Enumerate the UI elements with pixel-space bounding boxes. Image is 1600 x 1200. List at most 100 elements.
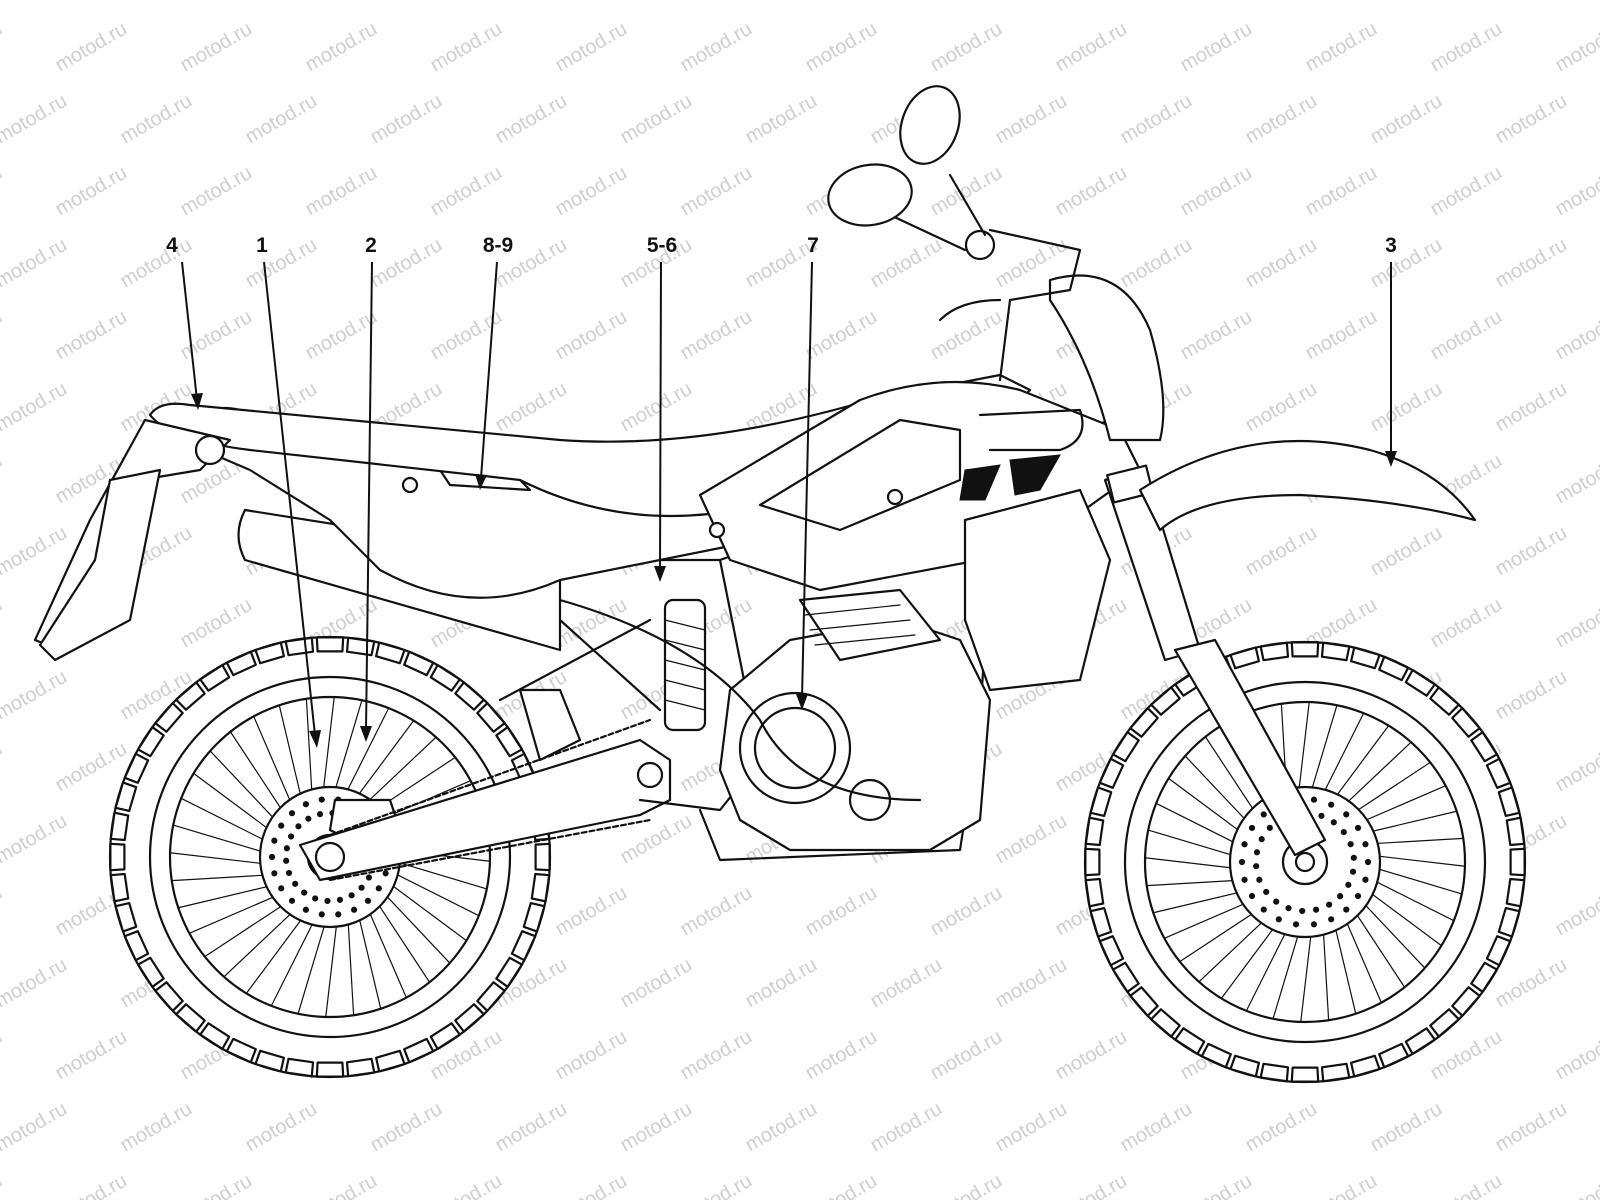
motorcycle-illustration [33,85,1527,1084]
tire-knob [522,901,546,933]
watermark-text: motod.ru [302,162,381,221]
disc-hole [1325,901,1333,908]
leader-8-9 [480,261,498,479]
mirror-stem-upper [948,173,987,237]
callout-7: 7 [796,234,819,710]
disc-hole [1354,892,1362,900]
watermark-text: motod.ru [367,234,446,293]
tire-knob [154,981,184,1012]
watermark-text: motod.ru [927,1170,1006,1200]
disc-hole [324,897,331,905]
watermark-text: motod.ru [1427,306,1506,365]
disc-hole [278,822,285,829]
tire-knob [1084,816,1105,847]
watermark-text: motod.ru [617,810,696,869]
watermark-text: motod.ru [0,522,71,581]
shroud-bolt [886,488,904,506]
tire-knob [1497,906,1521,938]
handlebar-grip-end [964,229,996,261]
watermark-text: motod.ru [367,90,446,149]
watermark-text: motod.ru [1492,234,1571,293]
tank-decal [959,454,1061,501]
tire-knob [254,641,285,665]
tire-knob [109,842,126,872]
tire-knob [109,811,130,842]
disc-hole [1253,863,1260,870]
watermark-text: motod.ru [1302,18,1381,77]
watermark-text: motod.ru [802,18,881,77]
watermark-text: motod.ru [1552,1026,1600,1085]
watermark-text: motod.ru [52,162,131,221]
watermark-text: motod.ru [1052,1026,1131,1085]
tire-knob [1404,1027,1436,1056]
tail-light [194,434,226,466]
watermark-text: motod.ru [0,954,71,1013]
watermark-text: motod.ru [242,234,321,293]
watermark-text: motod.ru [1117,90,1196,149]
watermark-text: motod.ru [0,18,6,77]
tire-knob [429,663,461,692]
disc-hole [302,801,310,808]
watermark-text: motod.ru [1552,162,1600,221]
disc-hole [1238,858,1246,866]
tire-knob [1259,1062,1290,1083]
watermark-text: motod.ru [492,1098,571,1157]
watermark-text: motod.ru [1177,18,1256,77]
watermark-text: motod.ru [1242,0,1321,4]
tire-knob [1349,646,1381,670]
tire-knob [225,1037,257,1064]
tire-knob [1111,961,1140,993]
disc-hole [1345,881,1352,888]
tire-knob [345,1057,376,1078]
tire-knob [1429,1008,1460,1038]
watermark-text: motod.ru [0,378,71,437]
disc-hole [1263,888,1270,896]
watermark-text: motod.ru [1427,1170,1506,1200]
disc-hole [271,870,278,877]
tank-shroud-window [758,418,962,532]
watermark-text: motod.ru [1492,0,1571,4]
rear-tire-inner [148,675,512,1039]
mirror-upper [899,85,961,165]
tire-knob [1084,847,1101,877]
watermark-text: motod.ru [1552,18,1600,77]
watermark-text: motod.ru [1242,90,1321,149]
watermark-text: motod.ru [1177,306,1256,365]
tire-knob [454,681,485,711]
watermark-text: motod.ru [1552,450,1600,509]
arrow-5-6 [654,566,666,582]
disc-hole [312,895,319,902]
watermark-text: motod.ru [242,0,321,4]
watermark-text: motod.ru [1427,18,1506,77]
watermark-text: motod.ru [367,1098,446,1157]
watermark-text: motod.ru [302,1170,381,1200]
watermark-text: motod.ru [1552,306,1600,365]
disc-hole [1258,836,1265,843]
disc-hole [295,823,302,830]
tire-knob [1320,1062,1351,1083]
exhaust-header [558,598,922,802]
watermark-text: motod.ru [0,1098,71,1157]
disc-hole [283,857,290,864]
leader-1 [263,261,316,736]
tire-knob [154,702,184,733]
tire-knob [1451,986,1481,1017]
tire-knob [199,663,231,692]
watermark-text: motod.ru [52,1170,131,1200]
watermark-text: motod.ru [1492,522,1571,581]
disc-hole [271,837,278,844]
arrow-2 [360,726,372,742]
tire-knob [1200,1042,1232,1069]
watermark-text: motod.ru [1052,162,1131,221]
watermark-text: motod.ru [1242,234,1321,293]
arrow-1 [309,730,321,748]
watermark-text: motod.ru [1492,90,1571,149]
watermark-text: motod.ru [0,882,6,941]
watermark-text: motod.ru [617,1098,696,1157]
watermark-text: motod.ru [117,0,196,4]
watermark-text: motod.ru [0,162,6,221]
tire-knob [375,1049,406,1073]
tire-knob [1404,668,1436,697]
tire-knob [1150,1008,1181,1038]
watermark-text: motod.ru [927,1026,1006,1085]
